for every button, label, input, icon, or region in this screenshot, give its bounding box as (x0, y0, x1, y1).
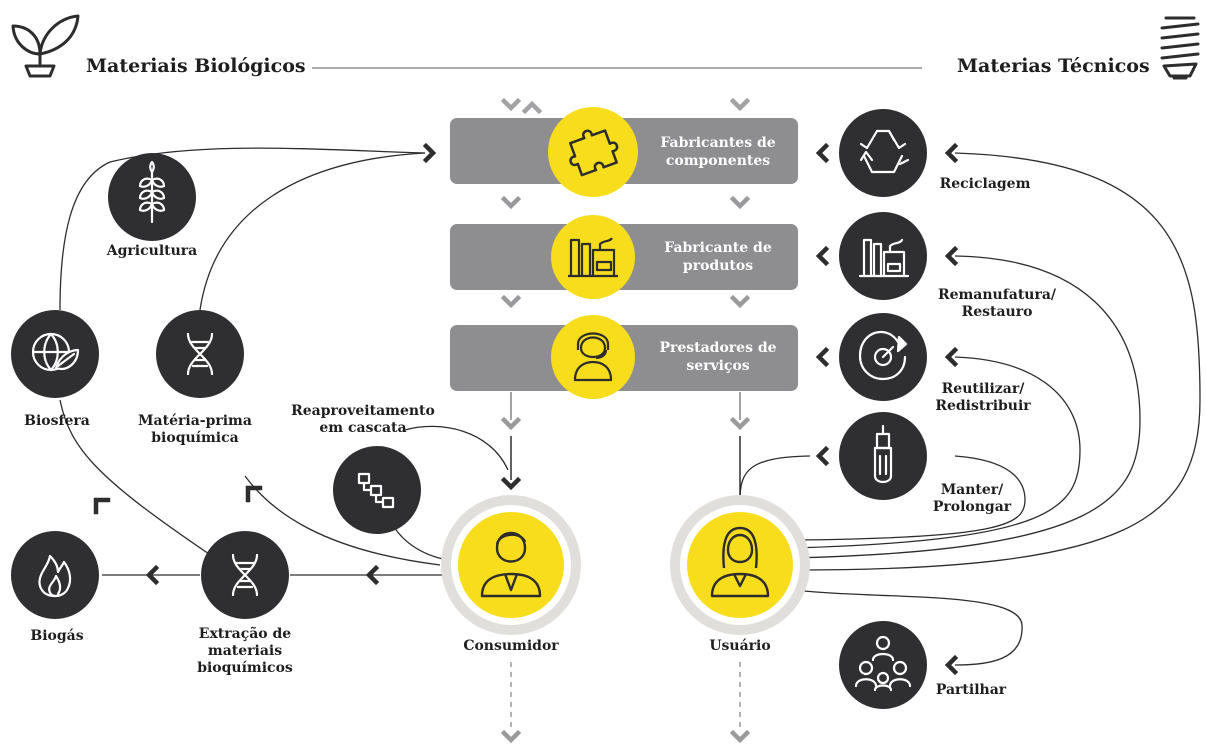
puzzle-piece-icon (569, 129, 619, 177)
refresh-arrow-icon (858, 330, 908, 381)
label-remanufatura: Remanufatura/Restauro (937, 287, 1057, 320)
node-cascata (333, 446, 421, 534)
man-avatar-icon (480, 531, 542, 598)
globe-leaf-icon (31, 332, 80, 372)
recycle-icon (859, 129, 910, 174)
label-reciclagem: Reciclagem (939, 176, 1031, 192)
dna-icon (231, 553, 259, 597)
factory-icon (858, 238, 910, 278)
header-right-title: Materias Técnicos (957, 55, 1150, 77)
node-manter (839, 412, 927, 500)
label-reutilizar: Reutilizar/Redistribuir (935, 381, 1031, 414)
top-inflow-arrows (504, 101, 747, 111)
label-manter: Manter/Prolongar (932, 482, 1012, 515)
wheat-icon (138, 160, 166, 224)
technical-nodes (839, 109, 927, 709)
node-reciclagem (839, 109, 927, 197)
consumer-node (441, 495, 581, 635)
node-partilhar (839, 621, 927, 709)
exit-lines (510, 662, 741, 730)
plant-sprout-icon (11, 14, 80, 78)
arrow-to-materia-prima (245, 485, 263, 503)
label-consumidor: Consumidor (463, 638, 559, 654)
cascade-blocks-icon (357, 472, 395, 509)
label-partilhar: Partilhar (935, 682, 1007, 698)
label-agricultura: Agricultura (106, 243, 198, 259)
user-node (670, 495, 810, 635)
group-people-icon (854, 635, 912, 692)
header-left-title: Materiais Biológicos (86, 55, 306, 77)
label-biogas: Biogás (30, 628, 84, 644)
dna-icon (186, 332, 214, 376)
stage-bars (450, 107, 798, 399)
node-biosfera (11, 310, 99, 398)
node-biogas (11, 531, 99, 619)
service-agent-icon (573, 332, 613, 382)
arrow-to-biosfera (93, 497, 111, 515)
factory-icon (568, 237, 618, 278)
woman-avatar-icon (710, 526, 770, 598)
light-bulb-icon (1160, 16, 1200, 80)
screwdriver-icon (873, 424, 893, 484)
label-usuario: Usuário (709, 638, 771, 654)
flame-icon (38, 554, 72, 598)
stage-flow-arrows (504, 199, 747, 427)
label-biosfera: Biosfera (24, 413, 90, 429)
technical-cycle-lines (739, 152, 1201, 666)
